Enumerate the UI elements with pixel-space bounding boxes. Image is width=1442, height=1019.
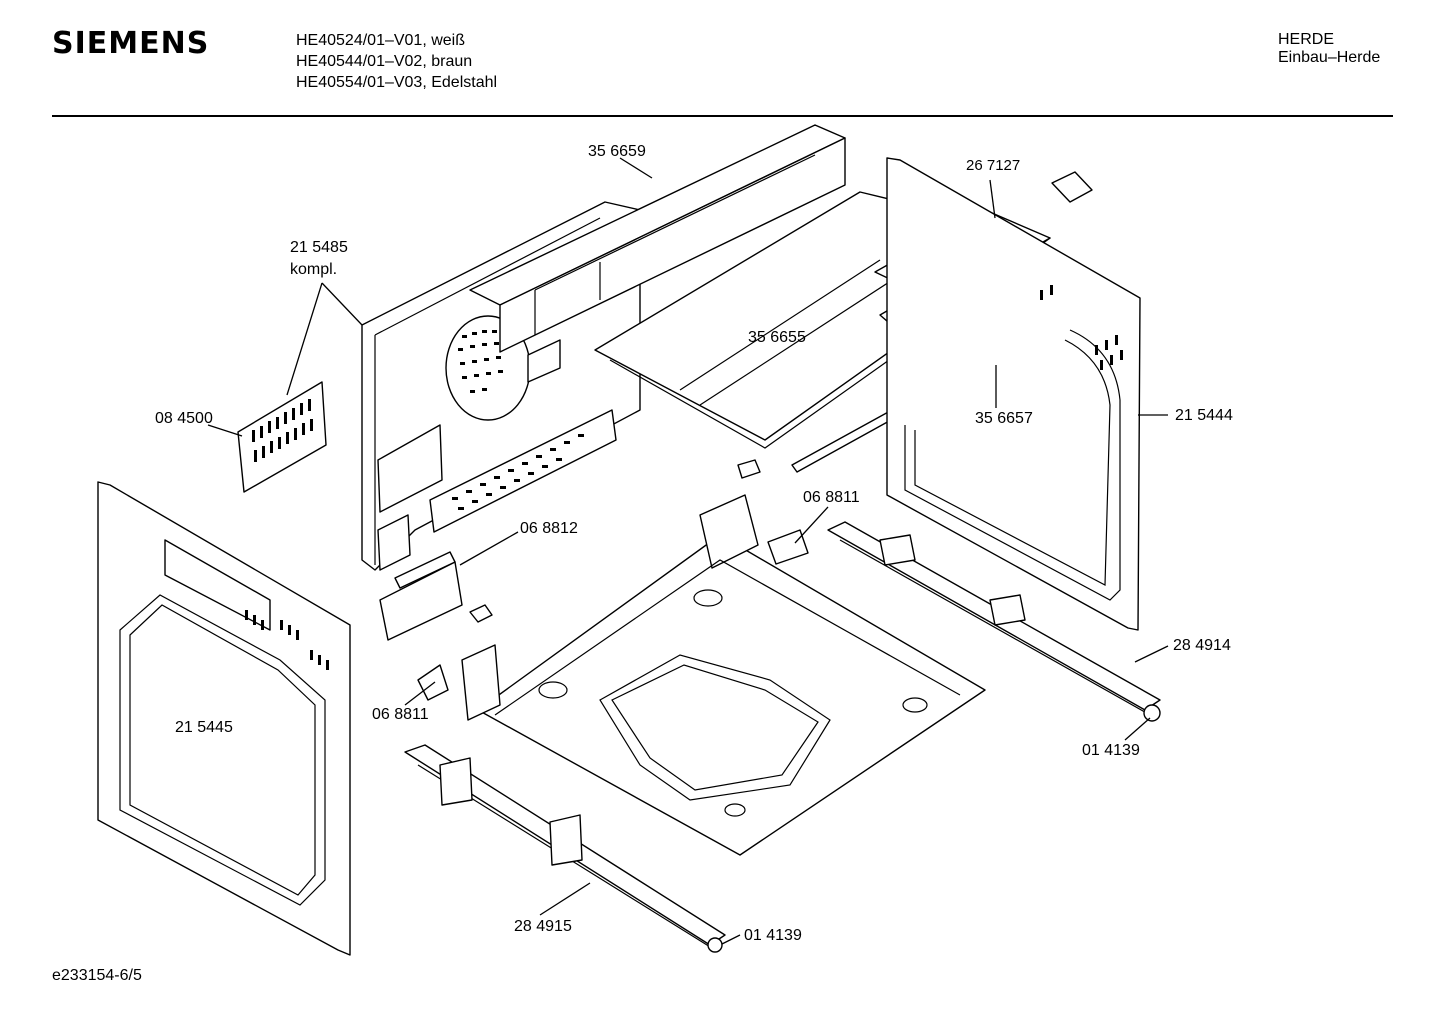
- part-label-068811-lower: 06 8811: [372, 706, 429, 723]
- part-label-215485-note: kompl.: [290, 261, 338, 278]
- mounting-bracket: [379, 551, 463, 641]
- part-label-084500: 08 4500: [155, 410, 213, 427]
- part-label-215444: 21 5444: [1175, 407, 1233, 424]
- right-side-wall: [886, 157, 1141, 631]
- model-line-2: HE40544/01–V02, braun: [296, 53, 473, 70]
- part-label-215485: 21 5485: [290, 239, 348, 256]
- telescopic-rail-left: [404, 744, 726, 953]
- telescopic-rail-right: [827, 521, 1161, 722]
- leader-lines: [207, 157, 1169, 945]
- part-label-267127: 26 7127: [966, 157, 1021, 174]
- part-label-014139-right: 01 4139: [1082, 742, 1140, 759]
- drawing-id: e233154-6/5: [52, 967, 142, 984]
- part-label-356657: 35 6657: [975, 410, 1033, 427]
- part-label-215445: 21 5445: [175, 719, 233, 736]
- part-label-014139-left: 01 4139: [744, 927, 802, 944]
- brand-logo: SIEMENS: [52, 26, 210, 61]
- clip-upper: [767, 529, 809, 565]
- part-label-068811-upper: 06 8811: [803, 489, 860, 506]
- category-title: HERDE: [1278, 31, 1335, 48]
- model-line-3: HE40554/01–V03, Edelstahl: [296, 74, 498, 91]
- part-label-284914: 28 4914: [1173, 637, 1231, 654]
- left-side-wall: [97, 481, 351, 956]
- category-subtitle: Einbau–Herde: [1278, 49, 1381, 66]
- clip-lower: [417, 664, 449, 701]
- small-clip-centre: [469, 459, 761, 623]
- top-clip: [1051, 171, 1093, 203]
- header-divider: [52, 115, 1393, 117]
- model-line-1: HE40524/01–V01, weiß: [296, 32, 465, 49]
- part-label-068812: 06 8812: [520, 520, 578, 537]
- part-label-356655: 35 6655: [748, 329, 806, 346]
- top-duct: [469, 124, 846, 353]
- part-label-356659: 35 6659: [588, 143, 646, 160]
- oven-floor: [461, 494, 986, 856]
- part-label-284915: 28 4915: [514, 918, 572, 935]
- rear-cover-panel: [237, 381, 327, 493]
